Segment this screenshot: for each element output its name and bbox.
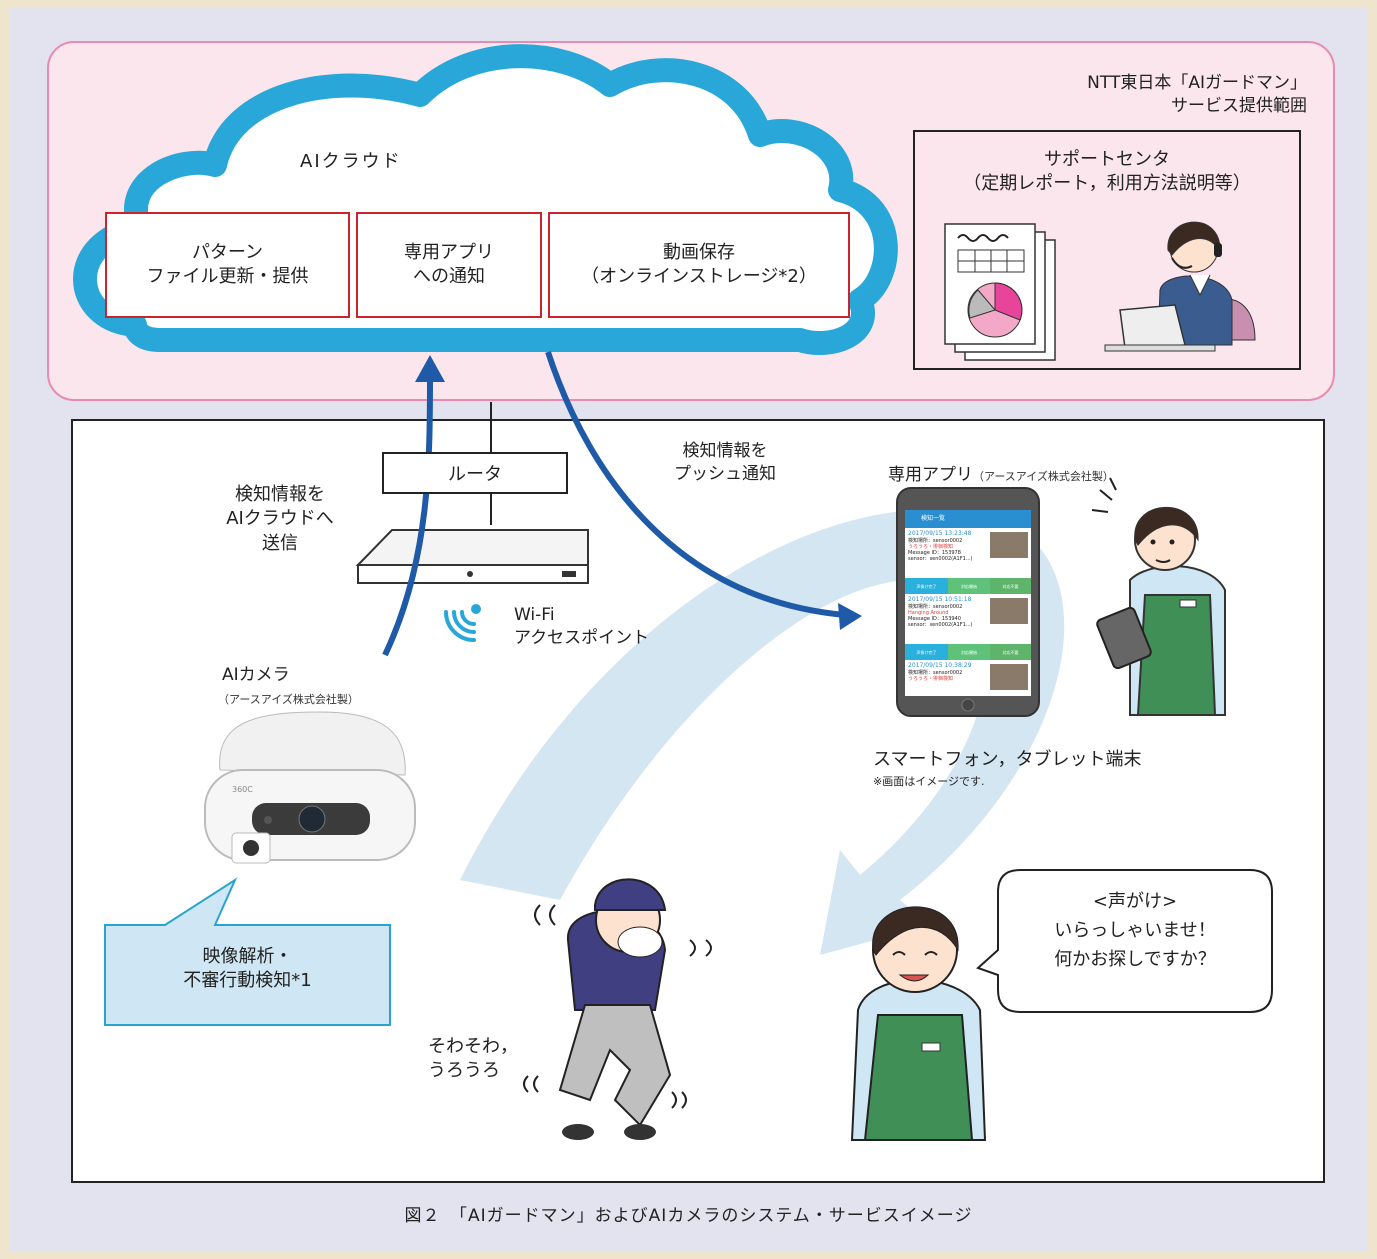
app-screen: 検知一覧 2017/09/15 13:23:48 検知場所：sensor0002… bbox=[905, 510, 1031, 696]
suspicious-person-illustration bbox=[523, 878, 712, 1140]
device-caption: スマートフォン，タブレット端末 bbox=[873, 749, 1142, 770]
access-point-device bbox=[355, 529, 589, 584]
app-action-row-2: 声掛け完了 対応開始 対応不要 bbox=[905, 644, 1031, 660]
app-entry-3: 2017/09/15 10:38:29 検知場所：sensor0002 うろうろ… bbox=[905, 660, 1031, 682]
app-maker: （アースアイズ株式会社製） bbox=[973, 470, 1114, 483]
analysis-callout bbox=[104, 877, 391, 1026]
app-title-row: 専用アプリ（アースアイズ株式会社製） bbox=[888, 460, 1114, 485]
entry-time: 2017/09/15 10:38:29 bbox=[908, 662, 972, 669]
push-notification-arrow bbox=[545, 351, 862, 630]
entry-time: 2017/09/15 13:23:48 bbox=[908, 530, 972, 537]
send-to-cloud-label: 検知情報を AIクラウドへ 送信 bbox=[226, 484, 334, 554]
skip-button[interactable]: 対応不要 bbox=[1002, 649, 1019, 655]
video-storage-box: 動画保存 （オンラインストレージ*2） bbox=[548, 212, 850, 318]
entry-message: Message ID：153940 bbox=[908, 616, 961, 622]
pattern-update-box: パターン ファイル更新・提供 bbox=[105, 212, 350, 318]
suspect-label: そわそわ， うろうろ bbox=[428, 1036, 518, 1082]
support-center-title: サポートセンタ （定期レポート，利用方法説明等） bbox=[963, 149, 1251, 195]
greeting-speech-bubble bbox=[976, 869, 1273, 1013]
video-storage-label: 動画保存 （オンラインストレージ*2） bbox=[581, 242, 817, 288]
entry-location: 検知場所：sensor0002 bbox=[908, 669, 963, 676]
entry-location: 検知場所：sensor0002 bbox=[908, 537, 963, 544]
operator-illustration bbox=[1104, 221, 1256, 352]
app-title: 専用アプリ bbox=[888, 465, 973, 485]
app-action-row-1: 声掛け完了 対応開始 対応不要 bbox=[905, 578, 1031, 594]
start-button[interactable]: 対応開始 bbox=[961, 649, 977, 655]
clerk-greeting-illustration bbox=[850, 906, 987, 1141]
entry-alert: Hanging Around bbox=[908, 609, 949, 616]
entry-sensor: sensor：sen0002(A1F1...) bbox=[908, 556, 973, 563]
support-report-illustration bbox=[944, 223, 1056, 361]
start-button[interactable]: 対応開始 bbox=[961, 583, 977, 589]
app-entry-2: 2017/09/15 10:51:18 検知場所：sensor0002 Hang… bbox=[905, 594, 1031, 644]
cloud-title: AIクラウド bbox=[300, 151, 402, 172]
send-to-cloud-arrow bbox=[382, 355, 445, 657]
entry-time: 2017/09/15 10:51:18 bbox=[908, 596, 972, 603]
response-flow-arrow bbox=[460, 509, 1065, 955]
clerk-with-tablet-illustration bbox=[1091, 477, 1226, 716]
support-center-box: サポートセンタ （定期レポート，利用方法説明等） bbox=[913, 130, 1301, 370]
entry-alert: うろうろ・徘徊検知 bbox=[908, 675, 954, 682]
push-notification-label: 検知情報を プッシュ通知 bbox=[674, 441, 776, 484]
camera-model-text: 360C bbox=[232, 785, 253, 794]
router-box: ルータ bbox=[382, 452, 568, 494]
app-notification-label: 専用アプリ への通知 bbox=[404, 242, 494, 288]
ai-camera-maker: （アースアイズ株式会社製） bbox=[218, 693, 359, 706]
app-notification-box: 専用アプリ への通知 bbox=[356, 212, 542, 318]
figure-caption: 図２ 「AIガードマン」およびAIカメラのシステム・サービスイメージ bbox=[404, 1206, 973, 1226]
pattern-update-label: パターン ファイル更新・提供 bbox=[146, 242, 309, 288]
wifi-icon bbox=[444, 604, 481, 642]
done-button[interactable]: 声掛け完了 bbox=[916, 583, 937, 589]
service-scope-label: NTT東日本「AIガードマン」 サービス提供範囲 bbox=[1087, 73, 1307, 116]
app-entry-1: 2017/09/15 13:23:48 検知場所：sensor0002 うろうろ… bbox=[905, 528, 1031, 578]
wifi-access-point-label: Wi-Fi アクセスポイント bbox=[514, 605, 650, 648]
router-label: ルータ bbox=[448, 464, 502, 485]
entry-message: Message ID：153978 bbox=[908, 550, 961, 556]
greeting-text: <声がけ> いらっしゃいませ！ 何かお探しですか？ bbox=[1054, 891, 1216, 970]
ai-camera-device bbox=[204, 711, 416, 864]
skip-button[interactable]: 対応不要 bbox=[1002, 583, 1019, 589]
tablet-device bbox=[896, 487, 1040, 717]
analysis-callout-label: 映像解析・ 不審行動検知*1 bbox=[183, 946, 312, 992]
entry-alert: うろうろ・徘徊検知 bbox=[908, 543, 954, 550]
ai-camera-title: AIカメラ bbox=[222, 665, 290, 685]
entry-location: 検知場所：sensor0002 bbox=[908, 603, 963, 610]
app-screen-header: 検知一覧 bbox=[921, 515, 946, 522]
entry-sensor: sensor：sen0002(A1F1...) bbox=[908, 622, 973, 629]
screen-note: ※画面はイメージです. bbox=[873, 775, 985, 788]
done-button[interactable]: 声掛け完了 bbox=[916, 649, 937, 655]
